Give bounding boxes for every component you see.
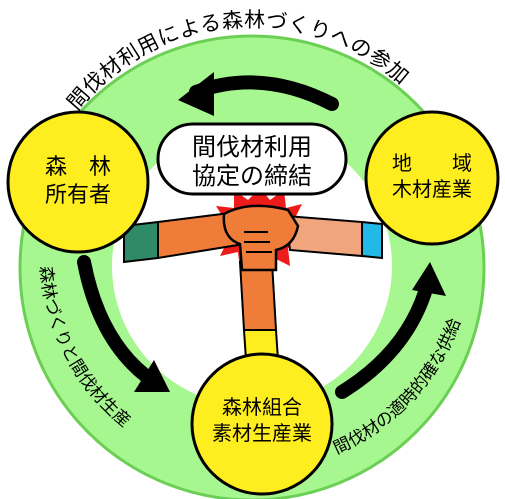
right-arm: [361, 220, 383, 260]
center-label-line1: 間伐材利用: [192, 133, 312, 161]
node-forestry-coop-circle: [190, 352, 334, 496]
right-arrow-icon: [335, 275, 435, 399]
center-label-box: [156, 122, 348, 196]
node-forest-owner-line2: 所有者: [45, 183, 111, 208]
node-regional-timber-line2: 木材産業: [392, 177, 472, 201]
node-regional-timber: 地 域 木材産業: [364, 110, 500, 246]
node-forestry-coop: 森林組合 素材生産業: [190, 352, 334, 496]
node-forest-owner-circle: [6, 110, 150, 254]
center-label: 間伐材利用 協定の締結: [156, 122, 348, 196]
right-forearm: [284, 214, 363, 258]
left-arrowhead-icon: [134, 360, 170, 392]
right-arrowhead-icon: [412, 262, 446, 296]
handshake-illustration: [123, 188, 383, 361]
center-label-line2: 協定の締結: [192, 162, 312, 190]
knuckle-lines: [244, 231, 272, 253]
node-regional-timber-line1: 地 域: [392, 151, 472, 175]
left-arrow-icon: [77, 255, 161, 389]
vertical-arm: [238, 261, 278, 331]
handshake-icon: [222, 204, 300, 272]
node-forest-owner-line1: 森 林: [45, 155, 111, 180]
top-arrowhead-icon: [178, 72, 214, 116]
node-forestry-coop-line2: 素材生産業: [212, 421, 312, 445]
node-forestry-coop-line1: 森林組合: [222, 395, 302, 419]
node-forest-owner: 森 林 所有者: [6, 110, 150, 254]
node-regional-timber-circle: [364, 110, 500, 246]
flow-arrows: [77, 72, 446, 399]
